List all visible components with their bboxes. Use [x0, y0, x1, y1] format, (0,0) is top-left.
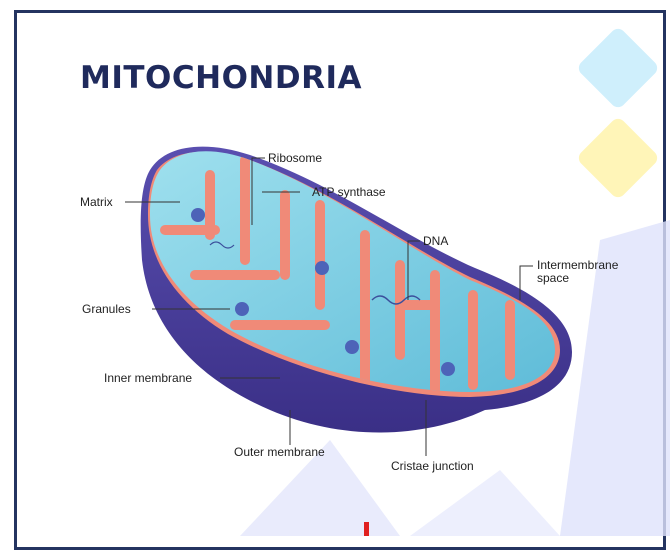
label-inner-membrane: Inner membrane	[104, 371, 192, 385]
crista	[230, 320, 330, 330]
crista	[430, 270, 440, 400]
crista	[315, 200, 325, 310]
label-matrix: Matrix	[80, 195, 113, 209]
label-outer-membrane: Outer membrane	[234, 445, 325, 459]
label-cristae-junction: Cristae junction	[391, 459, 474, 473]
crista	[190, 270, 280, 280]
label-atp-synthase: ATP synthase	[312, 185, 386, 199]
granule	[315, 261, 329, 275]
label-intermembrane-space: Intermembrane space	[537, 259, 627, 285]
crista	[205, 170, 215, 240]
crista	[468, 290, 478, 390]
granule	[235, 302, 249, 316]
crista	[400, 300, 440, 310]
granule	[191, 208, 205, 222]
crista	[360, 230, 370, 400]
crista	[280, 190, 290, 280]
granule	[441, 362, 455, 376]
crista	[505, 300, 515, 380]
label-ribosome: Ribosome	[268, 151, 322, 165]
label-granules: Granules	[82, 302, 131, 316]
crista	[240, 155, 250, 265]
granule	[345, 340, 359, 354]
label-dna: DNA	[423, 234, 448, 248]
crista	[395, 260, 405, 360]
